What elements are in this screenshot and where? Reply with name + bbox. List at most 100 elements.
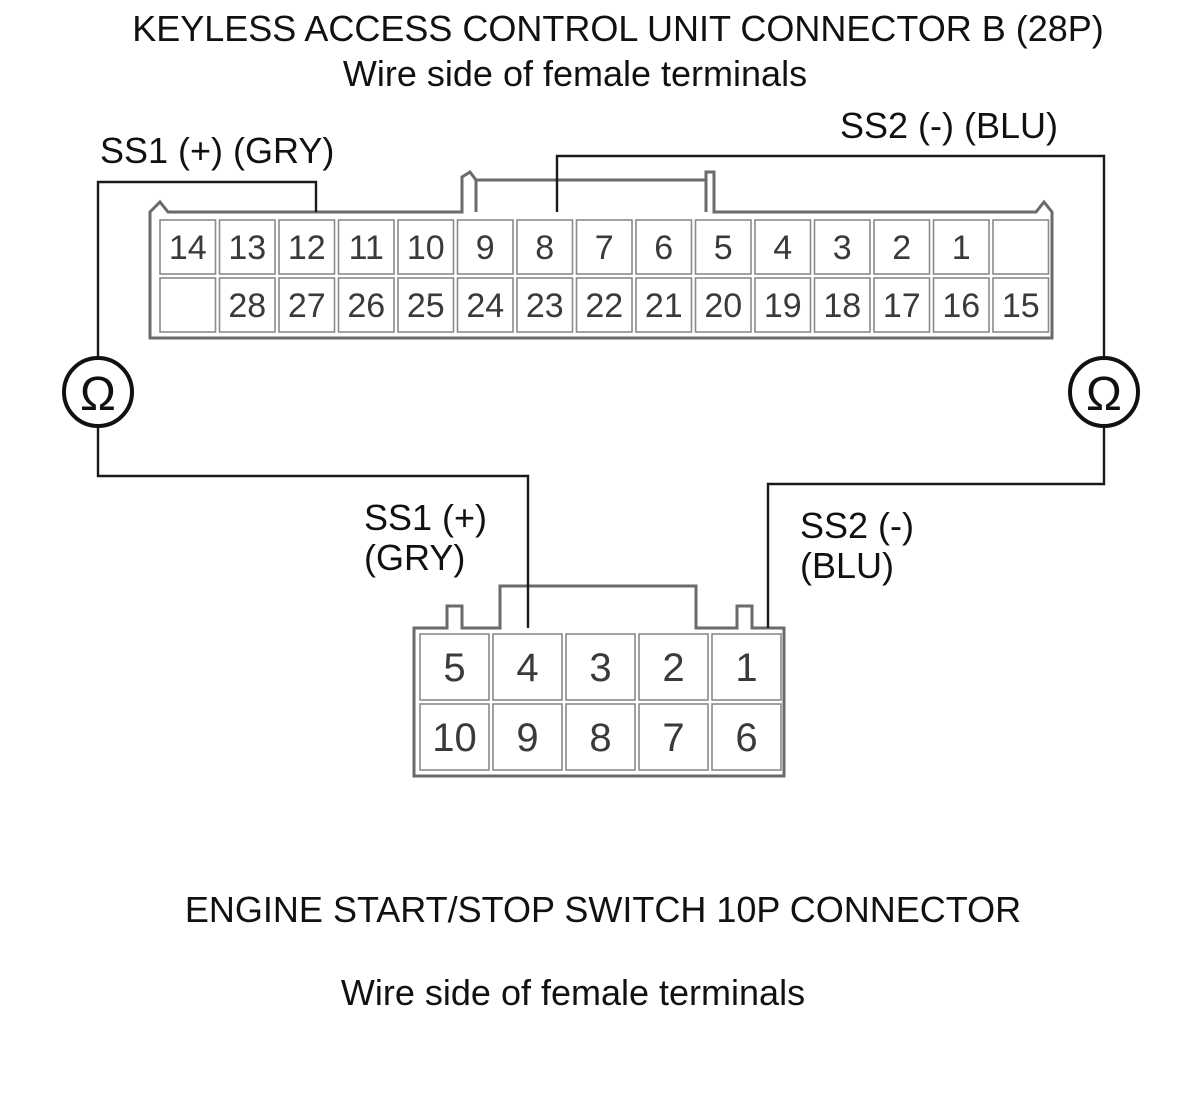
- p28-pin-cell: [159, 219, 217, 275]
- p28-pin-label: 24: [466, 287, 504, 325]
- ohm-icon: Ω: [80, 368, 116, 421]
- p10-pin-label: 6: [735, 716, 757, 760]
- ss1-wire-bottom: [96, 424, 530, 628]
- p28-pin-label: 17: [883, 287, 921, 325]
- p10-pin-cell: [492, 633, 563, 701]
- ohmmeter-right: Ω: [1068, 356, 1140, 428]
- p28-pin-cell: [694, 219, 752, 275]
- p10-pin-cell: [565, 633, 636, 701]
- p28-pin-cell: [932, 219, 990, 275]
- p28-pin-cell: [873, 277, 931, 333]
- p28-pin-cell: [992, 277, 1050, 333]
- p28-pin-cell: [813, 219, 871, 275]
- p28-pin-cell: [516, 277, 574, 333]
- ss2-bottom-label-line1: SS2 (-): [800, 505, 914, 546]
- p28-pin-label: 6: [654, 229, 673, 267]
- p28-pin-cell: [278, 277, 336, 333]
- p10-pin-cell: [638, 703, 709, 771]
- p10-pin-cell: [638, 633, 709, 701]
- connector-10p: 5 4 3 2 1 10 9 8 7 6: [412, 584, 786, 778]
- p10-pin-label: 1: [735, 646, 757, 690]
- p10-pin-cell: [565, 703, 636, 771]
- p28-pin-cell: [813, 277, 871, 333]
- p28-pin-cell: [635, 219, 693, 275]
- p28-pin-cell: [397, 219, 455, 275]
- p28-pin-cell: [754, 277, 812, 333]
- p28-pin-label: 28: [228, 287, 266, 325]
- p28-pin-cell: [694, 277, 752, 333]
- p28-pin-label: 1: [952, 229, 971, 267]
- bottom-connector-title: ENGINE START/STOP SWITCH 10P CONNECTOR: [185, 889, 1021, 930]
- p28-pin-label: 8: [535, 229, 554, 267]
- p28-pin-label: 11: [349, 229, 384, 267]
- test-wires: [96, 154, 1106, 628]
- p28-pin-cell: [218, 277, 276, 333]
- p28-pin-cell: [932, 277, 990, 333]
- p10-pin-cell: [711, 633, 782, 701]
- p28-pin-cell: [278, 219, 336, 275]
- p28-pin-cell: [575, 277, 633, 333]
- p28-blank-cell: [159, 277, 217, 333]
- ss1-top-label: SS1 (+) (GRY): [100, 130, 334, 171]
- p10-pin-cell: [711, 703, 782, 771]
- p10-pin-label: 9: [516, 716, 538, 760]
- p10-pin-label: 2: [662, 646, 684, 690]
- p28-pin-label: 19: [764, 287, 802, 325]
- p28-pin-label: 14: [169, 229, 207, 267]
- p10-pin-label: 8: [589, 716, 611, 760]
- p28-pin-label: 23: [526, 287, 564, 325]
- p10-pin-label: 4: [516, 646, 538, 690]
- p28-pin-label: 13: [228, 229, 266, 267]
- p28-pin-cell: [337, 219, 395, 275]
- p28-pin-cell: [516, 219, 574, 275]
- p28-pin-cell: [635, 277, 693, 333]
- p28-pin-label: 4: [773, 229, 792, 267]
- connector-10p-pins: 5 4 3 2 1 10 9 8 7 6: [419, 633, 782, 771]
- p28-pin-label: 25: [407, 287, 445, 325]
- ohmmeter-right-ring: [1068, 356, 1140, 428]
- ohm-icon: Ω: [1086, 368, 1122, 421]
- p28-pin-label: 9: [476, 229, 495, 267]
- p28-pin-cell: [218, 219, 276, 275]
- ohmmeter-left-ring: [62, 356, 134, 428]
- p28-blank-cell: [992, 219, 1050, 275]
- ss1-bottom-label-line1: SS1 (+): [364, 497, 487, 538]
- ss2-wire-bottom: [766, 424, 1106, 628]
- p28-pin-cell: [575, 219, 633, 275]
- ss2-wire-top: [555, 154, 1106, 360]
- p28-pin-label: 12: [288, 229, 326, 267]
- p28-pin-label: 20: [704, 287, 742, 325]
- p10-pin-cell: [419, 703, 490, 771]
- p28-pin-label: 10: [407, 229, 445, 267]
- p28-pin-label: 5: [714, 229, 733, 267]
- top-connector-title: KEYLESS ACCESS CONTROL UNIT CONNECTOR B …: [132, 8, 1104, 49]
- ss1-wire-top: [96, 180, 318, 360]
- p10-pin-label: 5: [443, 646, 465, 690]
- p28-pin-cell: [873, 219, 931, 275]
- top-connector-subtitle: Wire side of female terminals: [343, 53, 807, 94]
- p28-pin-label: 18: [823, 287, 861, 325]
- p10-pin-label: 3: [589, 646, 611, 690]
- p28-pin-cell: [397, 277, 455, 333]
- p10-pin-label: 7: [662, 716, 684, 760]
- p28-pin-cell: [754, 219, 812, 275]
- ohmmeter-left: Ω: [62, 356, 134, 428]
- p28-pin-label: 2: [892, 229, 911, 267]
- p10-pin-label: 10: [432, 716, 477, 760]
- p28-pin-label: 7: [595, 229, 614, 267]
- ss2-bottom-label-line2: (BLU): [800, 545, 894, 586]
- p28-pin-label: 3: [833, 229, 852, 267]
- p28-pin-label: 26: [347, 287, 385, 325]
- p28-pin-cell: [337, 277, 395, 333]
- p28-pin-label: 21: [645, 287, 683, 325]
- p28-pin-label: 15: [1002, 287, 1040, 325]
- p10-pin-cell: [492, 703, 563, 771]
- p28-pin-cell: [456, 219, 514, 275]
- bottom-connector-subtitle: Wire side of female terminals: [341, 972, 805, 1013]
- p28-pin-label: 16: [942, 287, 980, 325]
- ss2-top-label: SS2 (-) (BLU): [840, 105, 1058, 146]
